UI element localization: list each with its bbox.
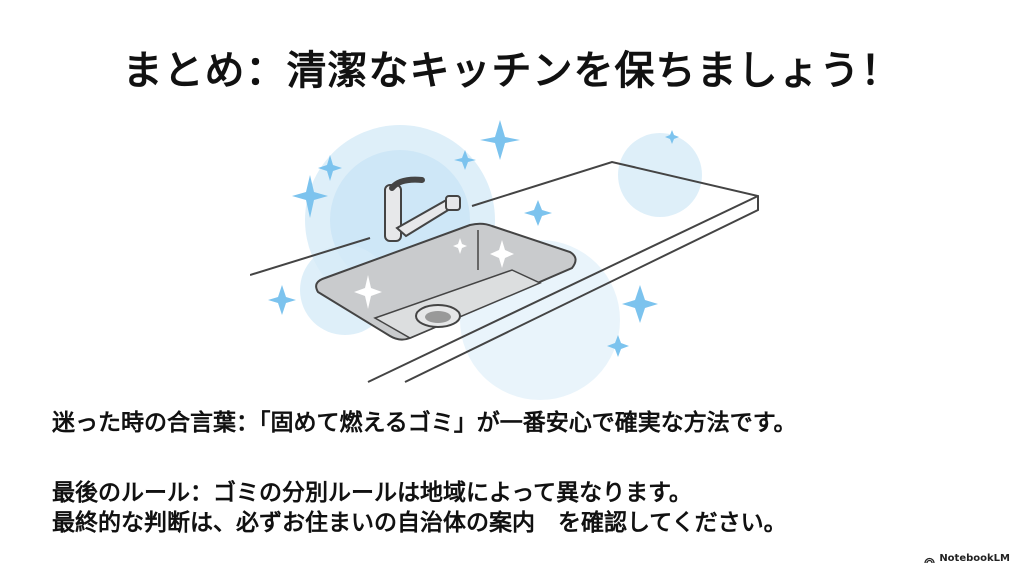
watermark-label: NotebookLM [939,553,1010,564]
slide-title: まとめ：清潔なキッチンを保ちましょう！ [122,48,902,94]
kitchen-sink-illustration [249,110,830,400]
tip-line-confirm: 最終的な判断は、必ずお住まいの自治体の案内 を確認してください。 [52,510,787,536]
notebooklm-logo-icon [924,557,935,563]
tip-line-motto: 迷った時の合言葉：「固めて燃えるゴミ」が一番安心で確実な方法です。 [52,410,797,436]
tip-line-rule: 最後のルール：ゴミの分別ルールは地域によって異なります。 [52,480,692,506]
notebooklm-watermark: NotebookLM [924,553,1010,564]
